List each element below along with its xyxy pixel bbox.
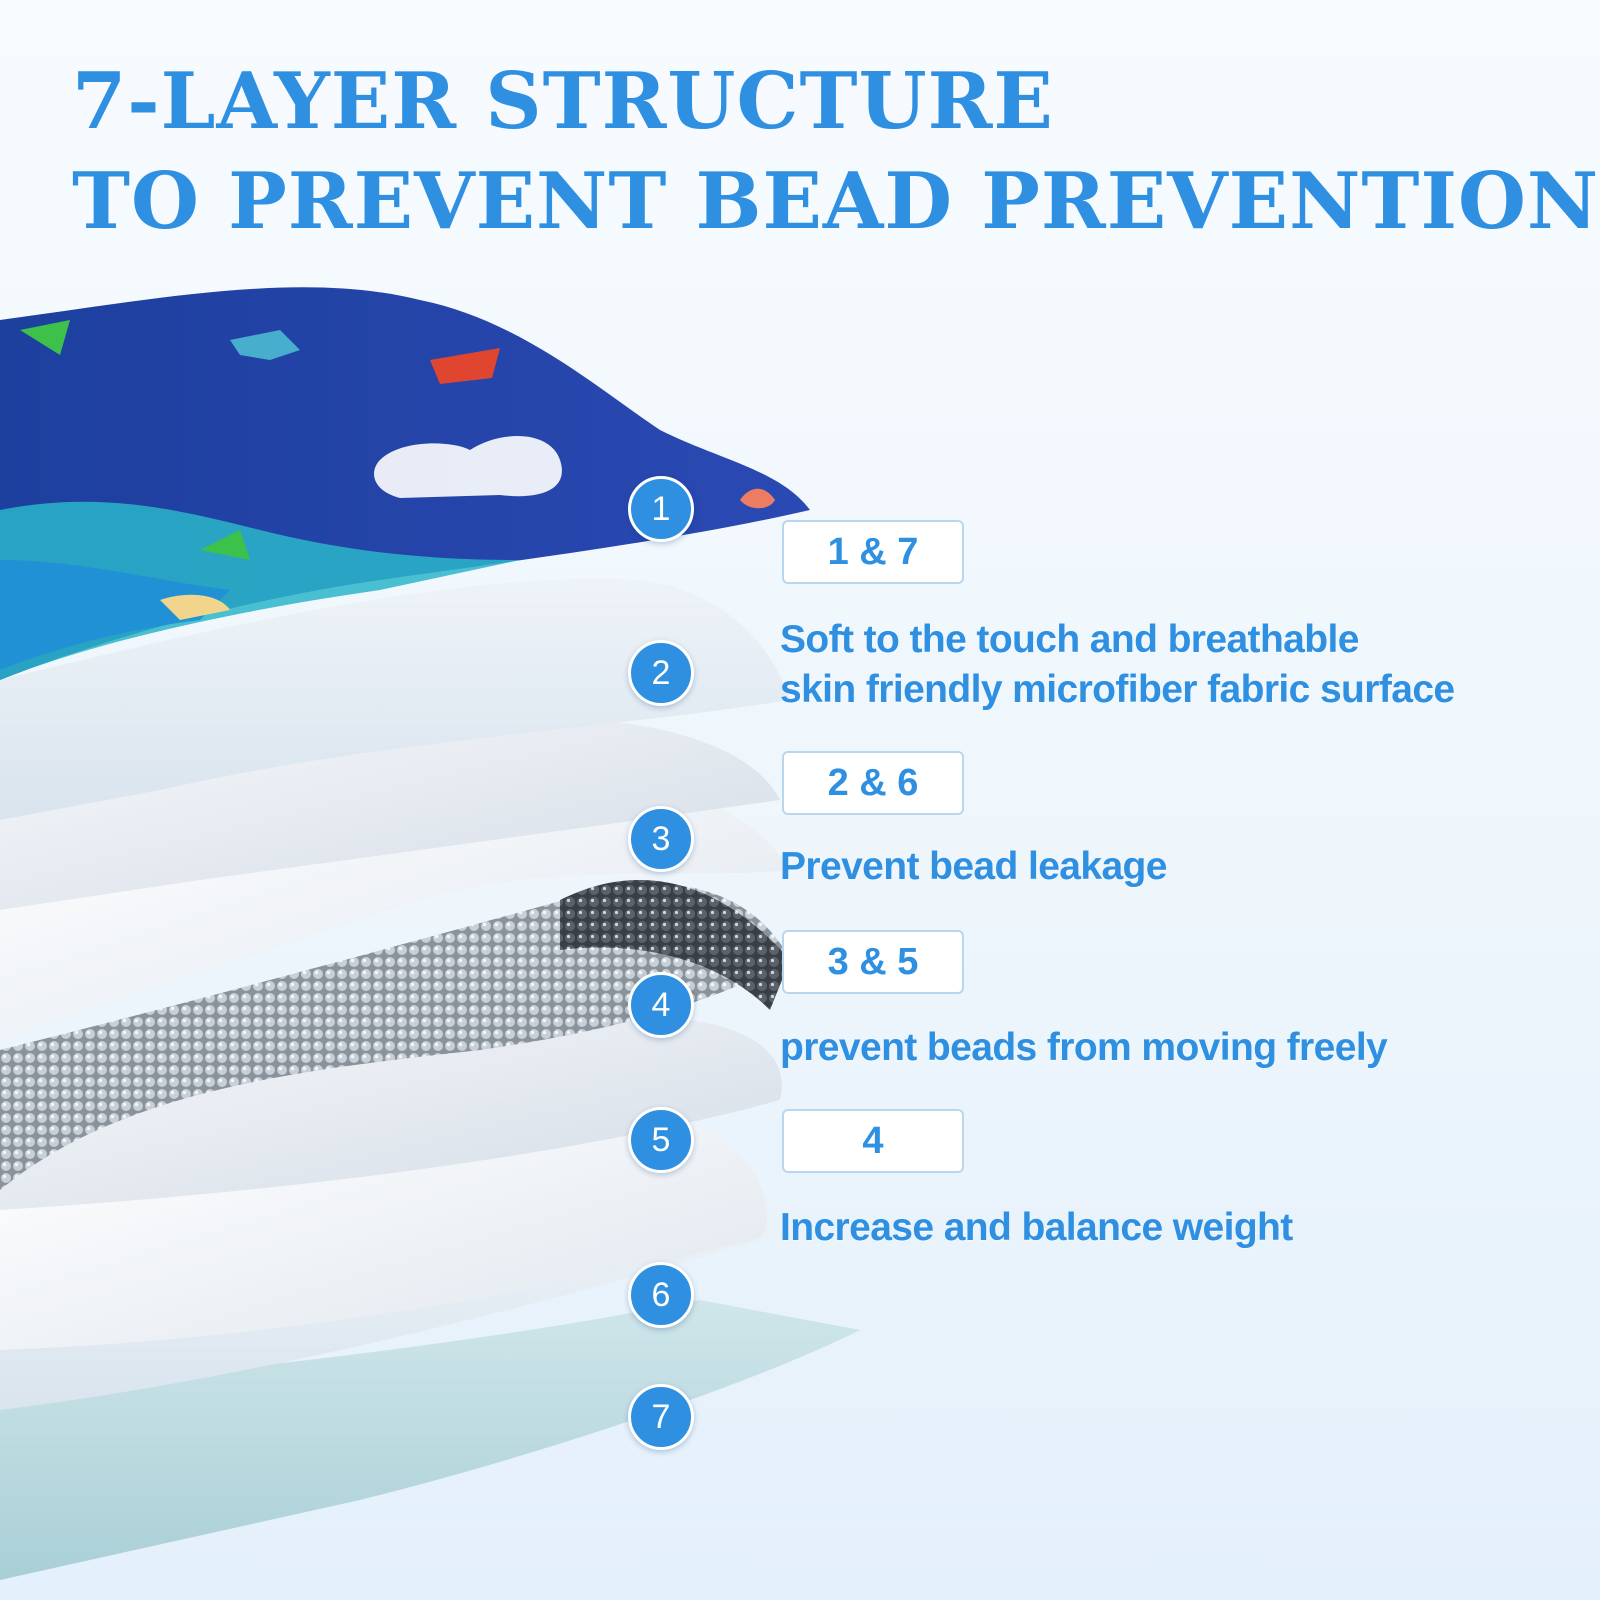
layer-number-5: 5 xyxy=(628,1107,694,1173)
layer-number-3: 3 xyxy=(628,806,694,872)
layer-number-7: 7 xyxy=(628,1384,694,1450)
layer-number-4: 4 xyxy=(628,972,694,1038)
headline-line-1: 7-LAYER STRUCTURE xyxy=(72,56,1054,147)
layer-number-6: 6 xyxy=(628,1262,694,1328)
feature-desc-1-7: Soft to the touch and breathable skin fr… xyxy=(780,615,1455,715)
headline: 7-LAYER STRUCTURE TO PREVENT BEAD PREVEN… xyxy=(72,52,1599,252)
feature-desc-1-7-line-2: skin friendly microfiber fabric surface xyxy=(780,668,1455,711)
feature-desc-3-5: prevent beads from moving freely xyxy=(780,1023,1388,1073)
layer-number-1: 1 xyxy=(628,476,694,542)
feature-desc-4-line-1: Increase and balance weight xyxy=(780,1206,1293,1249)
feature-tag-1-7: 1 & 7 xyxy=(782,520,964,584)
feature-desc-3-5-line-1: prevent beads from moving freely xyxy=(780,1026,1388,1069)
layer-number-2: 2 xyxy=(628,640,694,706)
feature-desc-2-6-line-1: Prevent bead leakage xyxy=(780,845,1167,888)
layer-2-shape xyxy=(0,578,790,820)
feature-desc-1-7-line-1: Soft to the touch and breathable xyxy=(780,618,1359,661)
layer-7-shape xyxy=(0,1300,860,1580)
headline-line-2: TO PREVENT BEAD PREVENTION xyxy=(72,156,1600,247)
feature-tag-4: 4 xyxy=(782,1109,964,1173)
feature-desc-2-6: Prevent bead leakage xyxy=(780,842,1167,892)
layer-5-shape xyxy=(0,1020,782,1210)
feature-tag-2-6: 2 & 6 xyxy=(782,751,964,815)
layer-4-beads xyxy=(0,883,790,1190)
feature-desc-4: Increase and balance weight xyxy=(780,1203,1293,1253)
feature-tag-3-5: 3 & 5 xyxy=(782,930,964,994)
layer-stack-illustration xyxy=(0,287,860,1580)
